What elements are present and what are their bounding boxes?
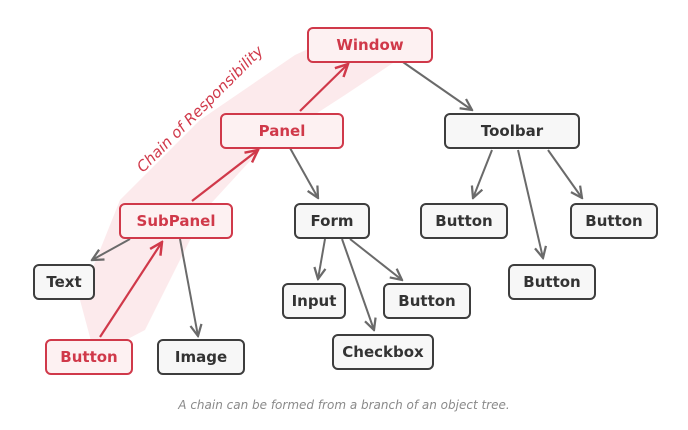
edge-form-button bbox=[349, 238, 402, 280]
edge-subpanel-text bbox=[92, 238, 131, 260]
edge-chain-button-subpanel bbox=[99, 242, 162, 338]
edge-form-input bbox=[318, 238, 325, 279]
node-toolbar-button-middle: Button bbox=[508, 264, 596, 300]
edge-toolbar-button-left bbox=[473, 149, 493, 198]
edge-toolbar-button-middle bbox=[517, 149, 543, 258]
node-checkbox: Checkbox bbox=[332, 334, 434, 370]
edge-panel-form bbox=[289, 147, 318, 198]
edge-form-checkbox bbox=[341, 238, 374, 330]
node-window: Window bbox=[307, 27, 433, 63]
node-subpanel: SubPanel bbox=[119, 203, 233, 239]
node-image: Image bbox=[157, 339, 245, 375]
chain-highlight bbox=[80, 30, 405, 356]
edge-window-toolbar bbox=[399, 59, 472, 110]
edge-chain-subpanel-panel bbox=[191, 150, 258, 202]
node-panel: Panel bbox=[220, 113, 344, 149]
node-form-button: Button bbox=[383, 283, 471, 319]
node-text: Text bbox=[33, 264, 95, 300]
caption: A chain can be formed from a branch of a… bbox=[178, 398, 510, 412]
node-button: Button bbox=[45, 339, 133, 375]
node-input: Input bbox=[282, 283, 346, 319]
node-form: Form bbox=[294, 203, 370, 239]
edge-subpanel-image bbox=[179, 238, 198, 336]
node-toolbar: Toolbar bbox=[444, 113, 580, 149]
node-toolbar-button-left: Button bbox=[420, 203, 508, 239]
edge-toolbar-button-right bbox=[547, 149, 582, 198]
node-toolbar-button-right: Button bbox=[570, 203, 658, 239]
edge-chain-panel-window bbox=[299, 64, 348, 112]
